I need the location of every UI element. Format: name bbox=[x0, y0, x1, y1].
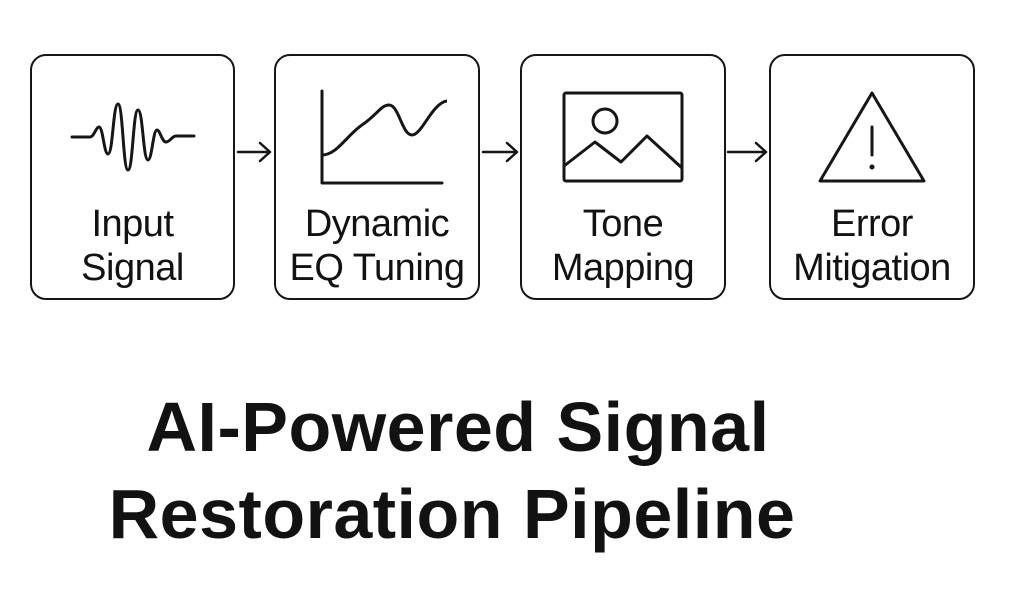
step-label: Input Signal bbox=[32, 202, 233, 290]
step-error-mitigation: Error Mitigation bbox=[769, 54, 975, 300]
step-label: Error Mitigation bbox=[771, 202, 973, 290]
step-dynamic-eq-tuning: Dynamic EQ Tuning bbox=[274, 54, 480, 300]
arrow-right-icon bbox=[236, 141, 272, 163]
step-label-line2: Mitigation bbox=[793, 247, 951, 289]
step-label-line2: EQ Tuning bbox=[289, 247, 465, 289]
line-chart-icon bbox=[276, 82, 478, 192]
image-icon bbox=[522, 82, 724, 192]
arrow-right-icon bbox=[726, 141, 768, 163]
step-label: Tone Mapping bbox=[522, 202, 724, 290]
step-label-line2: Signal bbox=[81, 247, 184, 289]
diagram-title-line2: Restoration Pipeline bbox=[108, 475, 796, 553]
step-label-line1: Tone bbox=[582, 203, 664, 245]
step-label-line1: Dynamic bbox=[304, 203, 450, 245]
arrow-right-icon bbox=[481, 141, 519, 163]
warning-icon bbox=[771, 82, 973, 192]
step-tone-mapping: Tone Mapping bbox=[520, 54, 726, 300]
step-label: Dynamic EQ Tuning bbox=[276, 202, 478, 290]
step-input-signal: Input Signal bbox=[30, 54, 235, 300]
diagram-title-line1: AI-Powered Signal bbox=[146, 388, 770, 466]
step-label-line1: Input bbox=[91, 203, 174, 245]
step-label-line2: Mapping bbox=[551, 247, 695, 289]
waveform-icon bbox=[32, 82, 233, 192]
step-label-line1: Error bbox=[831, 203, 913, 245]
